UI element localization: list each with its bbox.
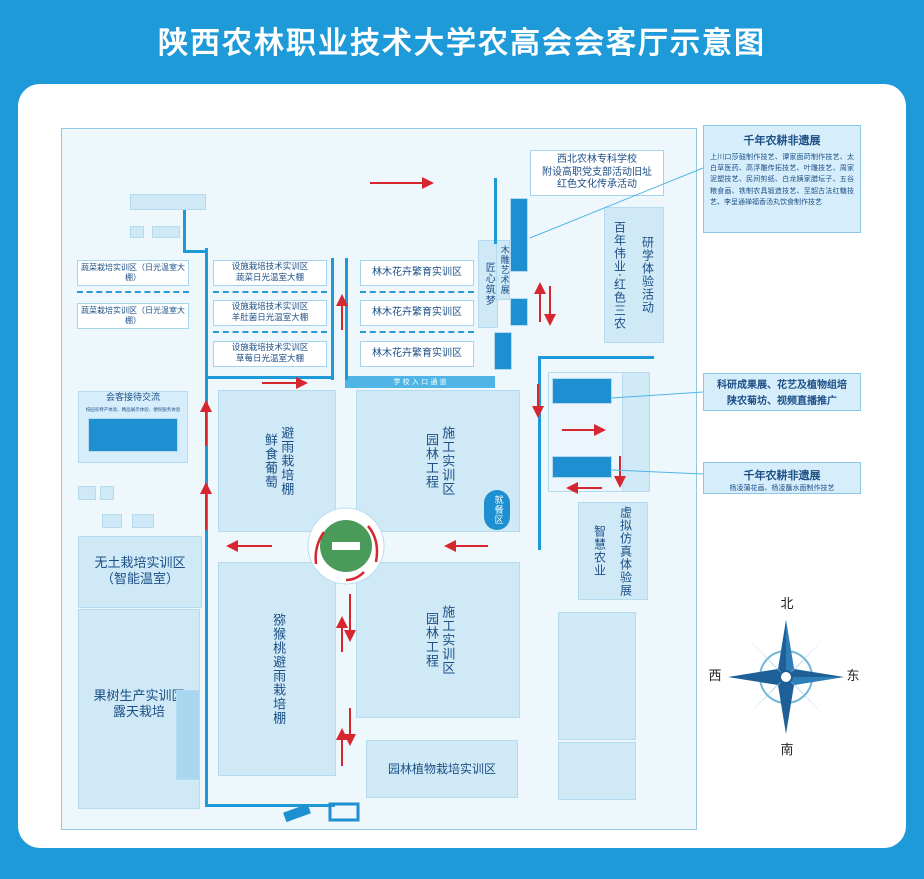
facility-label-2: 设施栽培技术实训区 羊肚菌日光温室大棚 [231, 302, 309, 323]
compass-east: 东 [846, 668, 860, 684]
roundabout [307, 507, 385, 585]
road-north-left [183, 210, 186, 252]
road-east-horizontal [538, 356, 654, 359]
pavilion-wing [622, 372, 650, 492]
study-label: 研学体验活动 [640, 236, 655, 314]
heritage-card-2-body: 杨凌蒲花画、杨凌蘸水面制作技艺 [729, 484, 835, 492]
woodcarving-zone[interactable] [496, 240, 510, 300]
facility-label-3: 设施栽培技术实训区 草莓日光温室大棚 [231, 343, 309, 364]
compass-rose-icon [728, 620, 844, 734]
exhibit-booth [494, 332, 512, 370]
building-block [100, 486, 114, 500]
compass-west: 西 [708, 668, 722, 684]
dining-area[interactable] [484, 490, 510, 530]
road-dash [77, 291, 189, 293]
exhibit-booth [510, 298, 528, 326]
smart-ag-label: 智慧农业 [592, 525, 607, 577]
research-card-title: 科研成果展、花艺及植物组培 陕农菊坊、视频直播推广 [717, 380, 847, 407]
garden-engineering-label-1: 施工实训区 园林工程 [423, 426, 455, 496]
veg-greenhouse-label-1: 蔬菜栽培实训区（日光温室大棚） [81, 263, 185, 282]
road-north-connector [183, 250, 207, 253]
building-block [152, 226, 180, 238]
forest-zone-2[interactable] [360, 300, 474, 326]
veg-greenhouse-label-2: 蔬菜栽培实训区（日光温室大棚） [81, 306, 185, 325]
road-dash [213, 291, 327, 293]
forest-label-2: 林木花卉繁育实训区 [372, 306, 462, 318]
garden-plant-zone[interactable] [366, 740, 518, 798]
facility-zone-2[interactable] [213, 300, 327, 326]
kiwi-shed-label: 猕猴桃避雨栽培棚 [270, 613, 286, 725]
exhibit-booth [552, 378, 612, 404]
road-dash [360, 331, 474, 333]
garden-engineering-zone-2[interactable] [356, 562, 520, 718]
soilless-label: 无土栽培实训区 （智能温室） [94, 555, 186, 587]
craft-label: 匠心筑梦 [483, 262, 495, 306]
road-facility-vertical [205, 248, 208, 378]
heritage-card-1[interactable]: 千年农耕非遗展 上川口莎鼓制作技艺、谭家面莳制作技艺、太白草医药、高浮雕传拓技艺… [703, 125, 861, 233]
road-dash [213, 331, 327, 333]
heritage-card-2-title: 千年农耕非遗展 [743, 469, 821, 482]
road-east-vertical-2 [538, 356, 541, 550]
grape-shed-label: 避雨栽培棚 鲜食葡萄 [262, 426, 294, 496]
building-block [558, 742, 636, 800]
compass-north: 北 [780, 596, 794, 612]
vr-label: 虚拟仿真体验展 [618, 505, 633, 597]
compass-south: 南 [780, 742, 794, 758]
northwest-school-zone[interactable] [530, 150, 664, 196]
road-south-horizontal [205, 804, 335, 807]
facility-zone-1[interactable] [213, 260, 327, 286]
reception-sublabel: 校园农特产体验、精品展示体验、便民服务体验 [85, 408, 181, 414]
school-road [345, 376, 495, 388]
facility-label-1: 设施栽培技术实训区 蔬菜日光温室大棚 [231, 262, 309, 283]
building-block [558, 612, 636, 740]
northwest-school-label: 西北农林专科学校 附设高职党支部活动旧址 红色文化传承活动 [542, 154, 652, 191]
road-west-vertical [205, 376, 208, 806]
road-center-vertical-2 [345, 258, 348, 380]
road-dash [360, 291, 474, 293]
facility-zone-3[interactable] [213, 341, 327, 367]
hundred-years-label: 百年伟业·红色三农 [612, 220, 627, 330]
school-road-label: 学 校 入 口 通 道 [393, 377, 447, 386]
forest-zone-3[interactable] [360, 341, 474, 367]
building-block [132, 514, 154, 528]
dining-label: 就餐区 [492, 495, 503, 525]
woodcarving-label: 木雕艺术展 [498, 245, 509, 295]
orchard-label: 果树生产实训区 露天栽培 [93, 688, 185, 720]
soilless-zone[interactable] [78, 536, 202, 608]
building-block [130, 194, 206, 210]
garden-plant-label: 园林植物栽培实训区 [387, 761, 496, 776]
research-card[interactable]: 科研成果展、花艺及植物组培 陕农菊坊、视频直播推广 [703, 373, 861, 411]
road-top-horizontal [205, 376, 333, 379]
forest-zone-1[interactable] [360, 260, 474, 286]
road-center-vertical-1 [331, 258, 334, 380]
hundred-years-zone[interactable] [604, 207, 664, 343]
orchard-shed [176, 690, 200, 780]
road-east-vertical-1 [494, 178, 497, 244]
veg-greenhouse-zone-1[interactable] [77, 260, 189, 286]
veg-greenhouse-zone-2[interactable] [77, 303, 189, 329]
building-block [130, 226, 144, 238]
kiwi-shed-zone[interactable] [218, 562, 336, 776]
building-block [102, 514, 122, 528]
heritage-card-2[interactable]: 千年农耕非遗展 杨凌蒲花画、杨凌蘸水面制作技艺 [703, 462, 861, 494]
reception-hall [88, 418, 178, 452]
map-title: 陕西农林职业技术大学农高会会客厅示意图 [158, 26, 766, 61]
heritage-card-1-body: 上川口莎鼓制作技艺、谭家面莳制作技艺、太白草医药、高浮雕传拓技艺、叶雕技艺、周家… [710, 153, 854, 206]
exhibit-booth [552, 456, 612, 478]
south-gate [283, 802, 360, 823]
exhibit-booth [510, 198, 528, 272]
grape-shed-zone[interactable] [218, 390, 336, 532]
forest-label-3: 林木花卉繁育实训区 [372, 347, 462, 359]
reception-label: 会客接待交流 [105, 393, 160, 404]
forest-label-1: 林木花卉繁育实训区 [372, 266, 462, 278]
vr-zone[interactable] [578, 502, 648, 600]
building-block [78, 486, 96, 500]
garden-engineering-label-2: 施工实训区 园林工程 [423, 605, 455, 675]
heritage-card-1-title: 千年农耕非遗展 [743, 134, 821, 147]
